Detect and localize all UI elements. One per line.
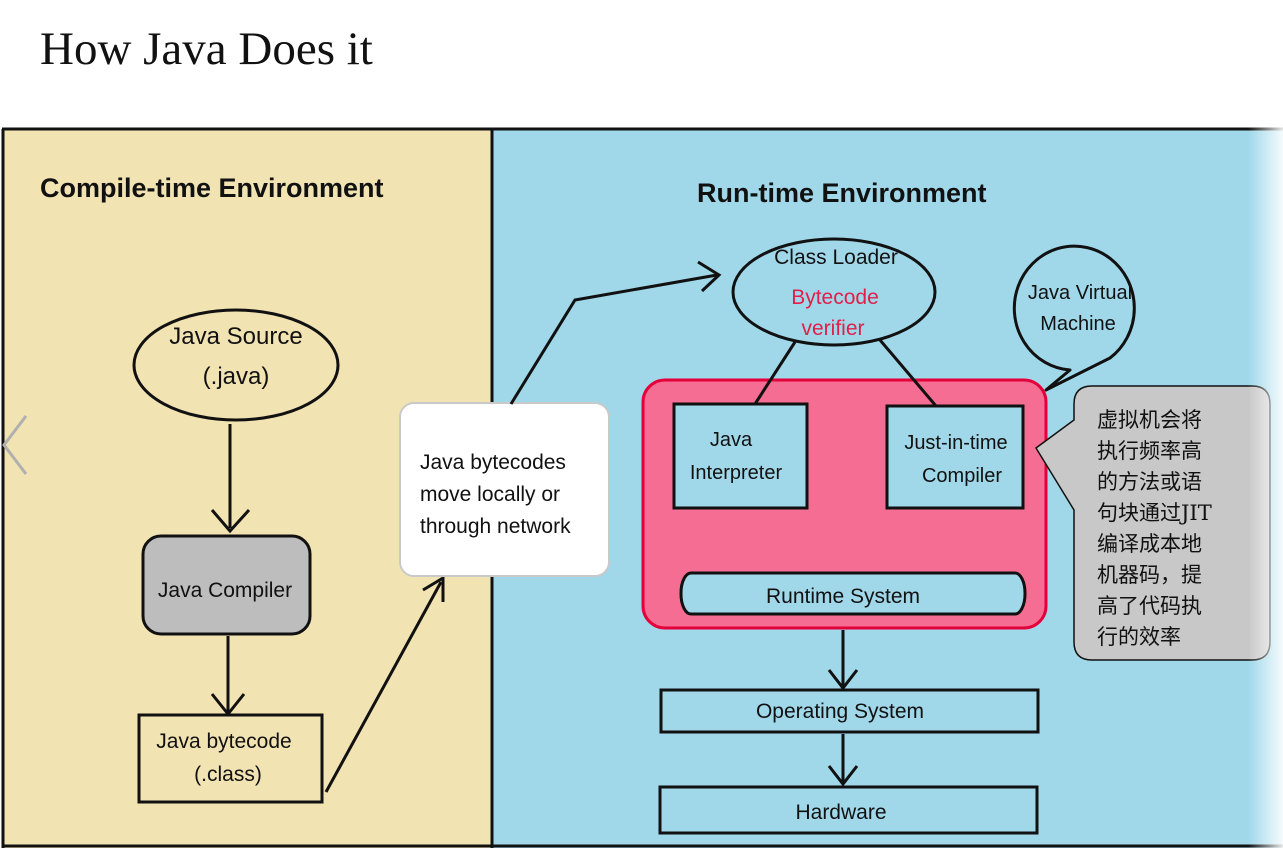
jvm-bubble-line-2: Machine bbox=[1040, 313, 1116, 335]
bytecode-verifier-label-1: Bytecode bbox=[791, 286, 879, 309]
hardware-node bbox=[658, 785, 1039, 835]
callout-line: 机器码，提 bbox=[1097, 563, 1202, 587]
jvm-bubble-line-1: Java Virtual bbox=[1028, 282, 1132, 304]
callout-line: 的方法或语 bbox=[1097, 470, 1202, 494]
java-source-label: Java Source bbox=[169, 323, 302, 350]
callout-line: 句块通过JIT bbox=[1097, 501, 1212, 525]
java-interpreter-line-2: Interpreter bbox=[690, 462, 783, 484]
callout-line: 行的效率 bbox=[1097, 625, 1181, 649]
java-source-ext: (.java) bbox=[203, 363, 270, 390]
java-compiler-label: Java Compiler bbox=[158, 579, 292, 602]
hardware-label: Hardware bbox=[795, 801, 886, 824]
arrowhead-source-to-compiler bbox=[210, 508, 251, 534]
java-source-node bbox=[132, 308, 340, 422]
connector-loader-to-jit bbox=[878, 339, 938, 407]
arrow-bytecode-to-transfer bbox=[324, 581, 443, 793]
arrowhead-os-to-hardware bbox=[827, 765, 859, 787]
prev-slide-button[interactable] bbox=[0, 410, 34, 480]
java-interpreter-line-1: Java bbox=[710, 429, 753, 451]
jit-compiler-line-2: Compiler bbox=[922, 465, 1002, 487]
arrowhead-transfer-to-class-loader bbox=[697, 260, 722, 293]
operating-system-node bbox=[659, 688, 1040, 734]
java-compiler-node bbox=[141, 534, 312, 636]
java-interpreter-node bbox=[672, 402, 809, 510]
arrowhead-bytecode-to-transfer bbox=[422, 575, 445, 602]
bytecode-verifier-label-2: verifier bbox=[801, 317, 864, 340]
slide-title: How Java Does it bbox=[40, 23, 373, 75]
java-bytecode-ext: (.class) bbox=[194, 763, 262, 786]
callout-line: 执行频率高 bbox=[1097, 439, 1202, 463]
class-loader-label: Class Loader bbox=[774, 246, 898, 269]
jit-compiler-line-1: Just-in-time bbox=[904, 432, 1007, 454]
run-time-heading: Run-time Environment bbox=[697, 178, 987, 208]
java-bytecode-label: Java bytecode bbox=[156, 730, 291, 753]
class-loader-node bbox=[731, 237, 937, 347]
java-bytecode-node bbox=[137, 713, 324, 804]
jit-compiler-node bbox=[885, 404, 1025, 510]
callout-line: 高了代码执 bbox=[1097, 594, 1202, 618]
operating-system-label: Operating System bbox=[756, 700, 924, 723]
chevron-left-icon bbox=[2, 415, 28, 475]
callout-line: 编译成本地 bbox=[1097, 532, 1202, 556]
compile-time-heading: Compile-time Environment bbox=[40, 173, 384, 203]
arrowhead-runtime-to-os bbox=[827, 669, 859, 691]
runtime-system-label: Runtime System bbox=[766, 585, 920, 608]
slide-edge-fade bbox=[1248, 0, 1283, 848]
arrow-transfer-to-class-loader bbox=[509, 273, 718, 405]
connector-loader-to-interpreter bbox=[753, 341, 797, 405]
callout-line: 虚拟机会将 bbox=[1097, 408, 1202, 432]
runtime-system-node bbox=[679, 571, 1027, 616]
transfer-note-line-2: move locally or bbox=[420, 483, 560, 506]
bytecode-transfer-note bbox=[399, 402, 610, 577]
jvm-thought-bubble bbox=[1012, 244, 1136, 392]
transfer-note-line-3: through network bbox=[420, 515, 571, 538]
transfer-note-line-1: Java bytecodes bbox=[420, 451, 566, 474]
